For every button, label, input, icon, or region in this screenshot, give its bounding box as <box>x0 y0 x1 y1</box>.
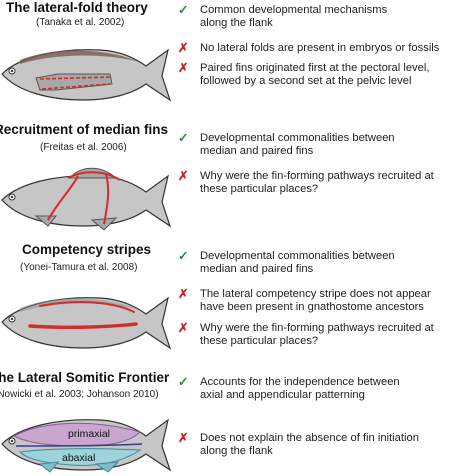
point-text: Developmental commonalities between medi… <box>200 250 395 275</box>
dorsal-red <box>67 171 121 181</box>
lateral-fold-stripe <box>39 76 111 90</box>
recruitment-arrow-2 <box>103 173 110 225</box>
panel-lateral-somitic-frontier: The Lateral Somitic Frontier (Nowicki et… <box>0 368 474 474</box>
check-mark-icon: ✓ <box>178 375 189 389</box>
point-text: Accounts for the independence between ax… <box>200 376 400 401</box>
point-text: The lateral competency stripe does not a… <box>200 288 431 313</box>
cross-mark-icon: ✗ <box>178 169 189 183</box>
competency-stripe <box>28 322 138 329</box>
fish-illustration <box>1 296 172 350</box>
panel-title: The lateral-fold theory <box>6 0 148 15</box>
panel-competency-stripes: Competency stripes (Yonei-Tamura et al. … <box>0 240 474 358</box>
pelvic-fin <box>94 461 120 473</box>
point-text: Developmental commonalities between medi… <box>200 132 395 157</box>
panel-citation: (Tanaka et al. 2002) <box>36 17 125 28</box>
point-text: No lateral folds are present in embryos … <box>200 42 440 54</box>
panel-citation: (Freitas et al. 2006) <box>40 142 127 153</box>
panel-title: Competency stripes <box>22 242 152 257</box>
dorsal-shade <box>20 298 140 312</box>
panel-title: Recruitment of median fins <box>0 122 169 137</box>
fish-illustration <box>1 167 172 231</box>
check-mark-icon: ✓ <box>178 3 189 17</box>
point-text: Why were the fin-forming pathways recrui… <box>200 322 434 347</box>
fish-body <box>1 174 172 228</box>
pectoral-fin <box>38 461 60 473</box>
abaxial-region <box>18 448 142 466</box>
fish-body <box>1 296 172 350</box>
cross-mark-icon: ✗ <box>178 431 189 445</box>
dorsal-shade <box>20 50 140 64</box>
pectoral-fin <box>34 215 58 227</box>
fish-illustration <box>1 418 172 473</box>
primaxial-label: primaxial <box>68 428 111 440</box>
abaxial-label: abaxial <box>62 452 96 464</box>
fish-illustration <box>1 48 172 102</box>
point-text: Common developmental mechanisms along th… <box>200 4 388 29</box>
recruitment-arrow-1 <box>47 175 79 221</box>
frontier-line <box>15 443 143 447</box>
panel-citation: (Yonei-Tamura et al. 2008) <box>20 262 138 273</box>
cross-mark-icon: ✗ <box>178 321 189 335</box>
dorsal-stripe <box>39 301 135 313</box>
point-text: Why were the fin-forming pathways recrui… <box>200 170 434 195</box>
panel-title: The Lateral Somitic Frontier <box>0 370 170 385</box>
check-mark-icon: ✓ <box>178 249 189 263</box>
cross-mark-icon: ✗ <box>178 287 189 301</box>
check-mark-icon: ✓ <box>178 131 189 145</box>
cross-mark-icon: ✗ <box>178 61 189 75</box>
cross-mark-icon: ✗ <box>178 41 189 55</box>
panel-median-fins: Recruitment of median fins (Freitas et a… <box>0 122 474 231</box>
point-text: Does not explain the absence of fin init… <box>200 432 419 457</box>
panel-lateral-fold: The lateral-fold theory (Tanaka et al. 2… <box>0 0 474 118</box>
point-text: Paired fins originated first at the pect… <box>200 62 430 87</box>
panel-citation: (Nowicki et al. 2003; Johanson 2010) <box>0 389 159 400</box>
primaxial-region <box>12 422 141 447</box>
